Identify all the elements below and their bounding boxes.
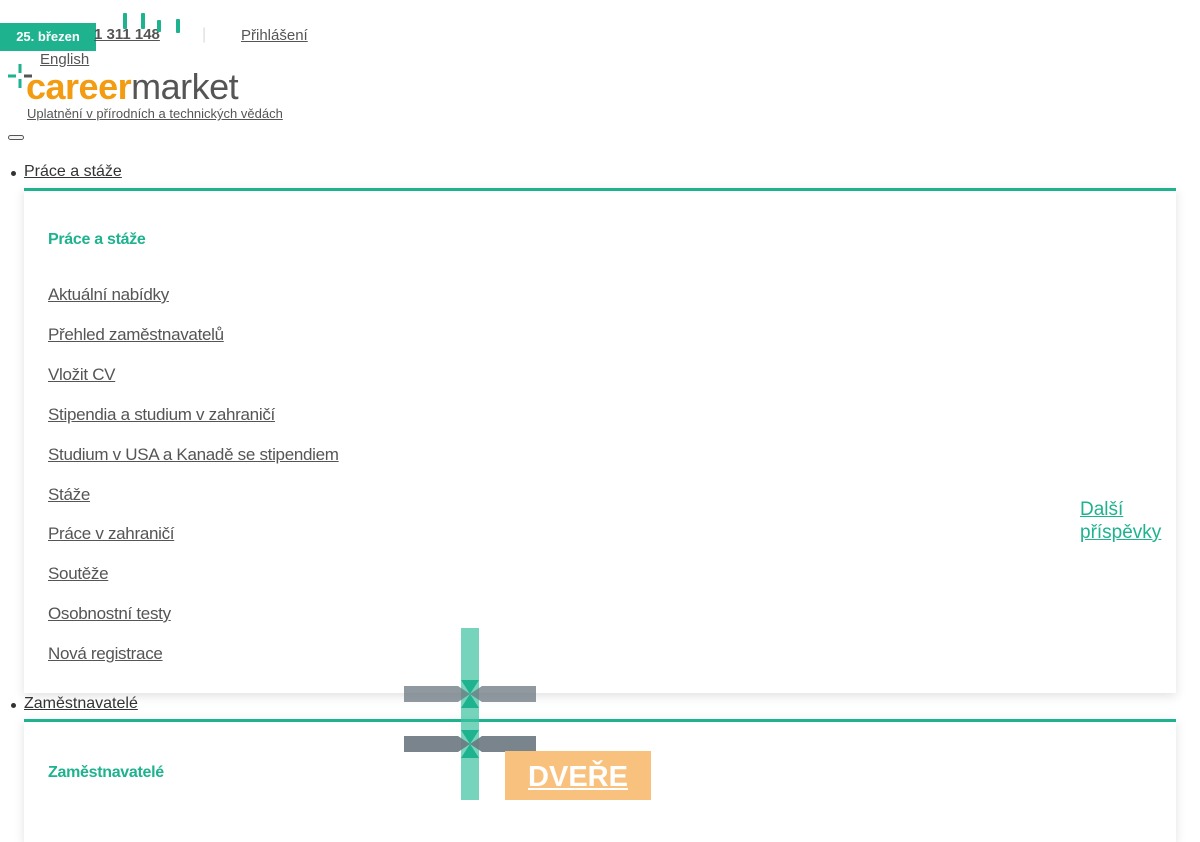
social-icon-4[interactable] [173, 18, 183, 37]
panel-heading: Práce a stáže [48, 231, 146, 248]
topbar-separator: | [202, 26, 207, 43]
login-link[interactable]: Přihlášení [241, 27, 308, 44]
decorative-cross-graphic [404, 628, 536, 800]
social-icon-1[interactable] [120, 12, 130, 33]
logo-cross-icon [8, 64, 32, 88]
language-link[interactable]: English [40, 51, 90, 68]
submenu-item[interactable]: Studium v USA a Kanadě se stipendiem [48, 445, 339, 464]
submenu-item[interactable]: Nová registrace [48, 644, 163, 663]
submenu-item[interactable]: Práce v zahraničí [48, 524, 175, 543]
submenu-item[interactable]: Soutěže [48, 564, 109, 583]
logo-tagline[interactable]: Uplatnění v přírodních a technických věd… [27, 106, 283, 121]
submenu-item[interactable]: Stipendia a studium v zahraničí [48, 405, 275, 424]
submenu-item[interactable]: Aktuální nabídky [48, 285, 169, 304]
logo-link[interactable]: careermarket [8, 62, 268, 110]
social-icon-3[interactable] [154, 18, 164, 36]
list-bullet [11, 703, 16, 708]
more-posts-link[interactable]: Další příspěvky [1080, 499, 1162, 543]
social-icon-2[interactable] [138, 12, 148, 33]
dropdown-panel-prace-a-staze: Práce a stáže Aktuální nabídky Přehled z… [24, 188, 1176, 693]
submenu-item[interactable]: Stáže [48, 485, 90, 504]
logo-wordmark: careermarket [26, 66, 239, 107]
nav-item-zamestnavatele[interactable]: Zaměstnavatelé [24, 695, 138, 712]
date-badge: 25. březen [0, 23, 96, 51]
nav-item-prace-a-staze[interactable]: Práce a stáže [24, 163, 122, 180]
phone-link[interactable]: 1 311 148 [94, 26, 160, 43]
menu-toggle-button[interactable] [8, 135, 24, 140]
promo-banner[interactable]: DVEŘE [505, 751, 651, 800]
submenu-item[interactable]: Přehled zaměstnavatelů [48, 325, 224, 344]
list-bullet [11, 171, 16, 176]
submenu-item[interactable]: Osobnostní testy [48, 604, 171, 623]
panel-heading: Zaměstnavatelé [48, 764, 164, 781]
submenu-item[interactable]: Vložit CV [48, 365, 116, 384]
